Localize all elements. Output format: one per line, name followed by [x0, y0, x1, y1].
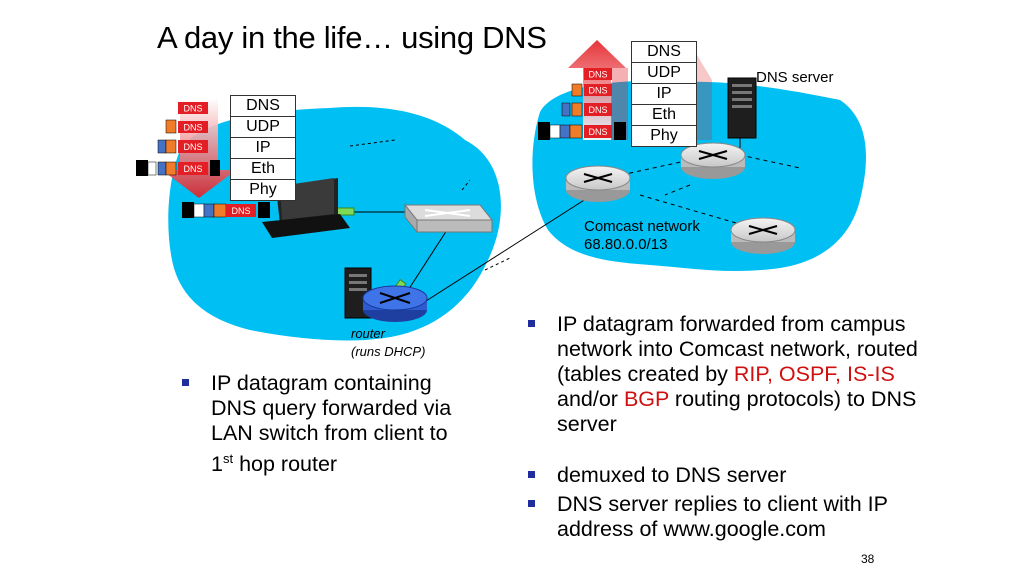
bullet-text: 1 — [211, 452, 223, 477]
client-protocol-stack: DNS UDP IP Eth Phy — [230, 95, 296, 201]
comcast-router-icon-3 — [730, 217, 796, 254]
stack-layer-ip: IP — [631, 83, 697, 105]
stack-layer-ip: IP — [230, 137, 296, 159]
right-packet-dns: DNS — [584, 68, 612, 80]
comcast-router-icon-1 — [565, 165, 631, 202]
svg-text:DNS: DNS — [183, 142, 202, 152]
svg-text:DNS: DNS — [183, 104, 202, 114]
comcast-network-label: Comcast network 68.80.0.0/13 — [584, 218, 700, 254]
stack-layer-udp: UDP — [230, 116, 296, 138]
stack-layer-eth: Eth — [631, 104, 697, 126]
left-packet-ip: DNS — [157, 139, 208, 154]
page-number: 38 — [861, 552, 875, 566]
svg-text:DNS: DNS — [183, 123, 202, 133]
svg-text:DNS: DNS — [588, 105, 607, 115]
svg-text:DNS: DNS — [588, 127, 607, 137]
stack-layer-dns: DNS — [631, 41, 697, 63]
bullet-text: (tables created by — [557, 362, 734, 386]
svg-text:DNS: DNS — [588, 70, 607, 80]
router-name: router — [351, 326, 385, 341]
right-packet-eth: DNS — [538, 122, 626, 140]
comcast-name: Comcast network — [584, 218, 700, 235]
left-packet-eth: DNS — [136, 160, 220, 176]
router-sublabel: (runs DHCP) — [351, 344, 426, 359]
bullet-line: network into Comcast network, routed — [557, 337, 918, 361]
comcast-router-icon-2 — [680, 142, 746, 179]
bullet-line: IP datagram forwarded from campus — [557, 312, 906, 336]
bullet-line: DNS query forwarded via — [211, 396, 452, 420]
slide-title: A day in the life… using DNS — [157, 20, 547, 55]
stack-layer-eth: Eth — [230, 158, 296, 180]
right-packet-udp: DNS — [571, 83, 612, 97]
bullet-line: address of www.google.com — [557, 517, 826, 541]
bullet-line: server — [557, 412, 617, 436]
bullet-line: and/or BGP routing protocols) to DNS — [557, 387, 918, 412]
left-packet-udp: DNS — [165, 119, 208, 134]
bottom-bullet-list: demuxed to DNS server DNS server replies… — [528, 463, 888, 542]
stack-layer-udp: UDP — [631, 62, 697, 84]
comcast-prefix: 68.80.0.0/13 — [584, 236, 668, 253]
wire-packet-eth: DNS — [182, 202, 270, 218]
right-bullet-list: IP datagram forwarded from campus networ… — [528, 312, 918, 441]
stack-layer-phy: Phy — [230, 179, 296, 201]
bullet-line: (tables created by RIP, OSPF, IS-IS — [557, 362, 918, 387]
dns-server-icon — [727, 77, 757, 139]
svg-text:DNS: DNS — [183, 164, 202, 174]
bullet-text: hop router — [233, 452, 338, 477]
router-label: router (runs DHCP) — [351, 325, 425, 361]
left-bullet-item: IP datagram containing DNS query forward… — [182, 371, 451, 477]
bullet-text: and/or — [557, 387, 624, 411]
right-bullet-item: IP datagram forwarded from campus networ… — [528, 312, 918, 437]
right-packet-ip: DNS — [561, 102, 612, 117]
stack-layer-dns: DNS — [230, 95, 296, 117]
server-protocol-stack: DNS UDP IP Eth Phy — [631, 41, 697, 147]
left-bullet-list: IP datagram containing DNS query forward… — [182, 371, 451, 481]
bottom-bullet-item: demuxed to DNS server — [528, 463, 888, 488]
bullet-line: LAN switch from client to — [211, 421, 448, 445]
lan-switch-icon — [403, 203, 494, 234]
bullet-line: DNS server replies to client with IP — [557, 492, 888, 516]
routing-protocols-highlight: RIP, OSPF, IS-IS — [733, 362, 895, 386]
bullet-line: 1st hop router — [211, 446, 451, 477]
bottom-bullet-item: DNS server replies to client with IP add… — [528, 492, 888, 542]
dns-server-label: DNS server — [756, 69, 834, 86]
svg-text:DNS: DNS — [231, 206, 250, 216]
bgp-highlight: BGP — [623, 387, 669, 411]
svg-text:DNS: DNS — [588, 86, 607, 96]
superscript: st — [222, 451, 234, 466]
first-hop-router-icon — [362, 285, 428, 322]
bullet-line: IP datagram containing — [211, 371, 432, 395]
stack-layer-phy: Phy — [631, 125, 697, 147]
bullet-text: routing protocols) to DNS — [668, 387, 917, 411]
left-packet-dns: DNS — [178, 102, 208, 114]
